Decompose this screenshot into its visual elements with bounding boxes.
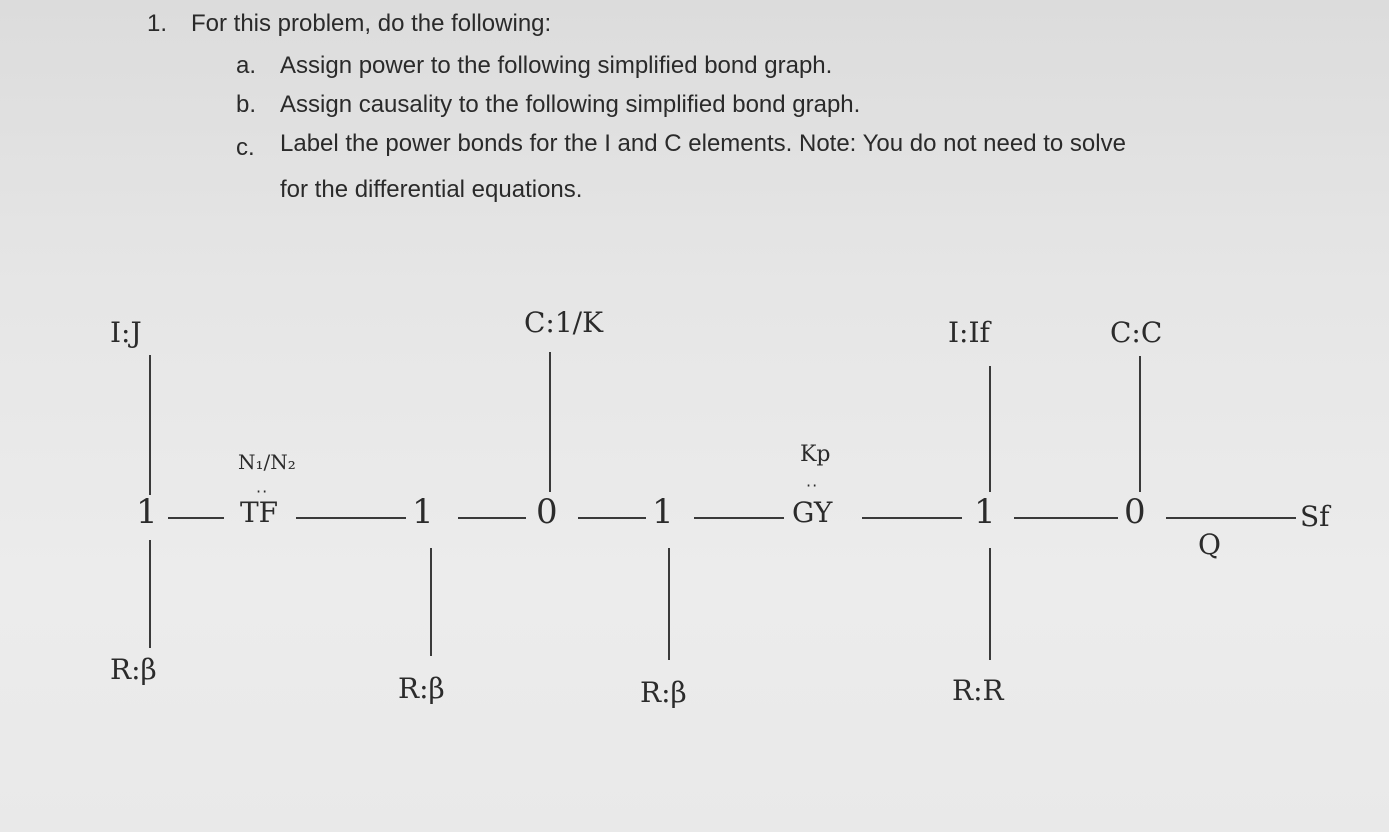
- capacitor-c-label: C:C: [1110, 316, 1163, 349]
- transformer-tf: TF: [240, 496, 279, 529]
- junction-0a: 0: [536, 492, 558, 532]
- item-text-c: Label the power bonds for the I and C el…: [280, 130, 1126, 157]
- bond-0a-to-1c: [578, 517, 646, 519]
- junction-1d: 1: [974, 492, 996, 532]
- bond-1a-to-tf: [168, 517, 224, 519]
- bond-tf-to-1b: [296, 517, 406, 519]
- inertia-if-label: I:If: [948, 316, 990, 349]
- resistor-beta-1-label: R:β: [110, 653, 157, 686]
- resistor-beta-2-label: R:β: [398, 672, 445, 705]
- problem-heading: For this problem, do the following:: [191, 10, 552, 37]
- item-text-a: Assign power to the following simplified…: [280, 52, 833, 79]
- flow-q-label: Q: [1198, 528, 1221, 561]
- inertia-j-label: I:J: [110, 316, 142, 349]
- problem-number: 1.: [147, 10, 168, 37]
- junction-1a: 1: [136, 492, 158, 532]
- gyrator-gy: GY: [792, 496, 833, 529]
- bond-1b-to-rb2: [430, 548, 432, 656]
- junction-1b: 1: [412, 492, 434, 532]
- item-marker-c: c.: [236, 134, 255, 161]
- gy-dots: ··: [806, 476, 819, 495]
- bond-1d-to-rr: [989, 548, 991, 660]
- tf-dots: ··: [256, 482, 269, 501]
- junction-0b: 0: [1124, 492, 1146, 532]
- flow-source-sf: Sf: [1300, 500, 1330, 533]
- bond-ck-to-0a: [549, 352, 551, 492]
- item-text-c-continued: for the differential equations.: [280, 176, 583, 203]
- item-text-b: Assign causality to the following simpli…: [280, 91, 861, 118]
- tf-ratio-label: N₁/N₂: [238, 450, 296, 474]
- resistor-r-label: R:R: [952, 674, 1004, 707]
- bond-ij-to-1a: [149, 355, 151, 495]
- gyrator-kp-label: Kp: [800, 442, 831, 467]
- capacitor-k-label: C:1/K: [524, 306, 604, 339]
- bond-iif-to-1d: [989, 366, 991, 492]
- item-marker-b: b.: [236, 91, 257, 118]
- bond-cc-to-0b: [1139, 356, 1141, 492]
- bond-1c-to-gy: [694, 517, 784, 519]
- problem-instructions: 1. For this problem, do the following: a…: [0, 0, 1389, 240]
- bond-1b-to-0a: [458, 517, 526, 519]
- bond-1a-to-rb1: [149, 540, 151, 648]
- resistor-beta-3-label: R:β: [640, 676, 687, 709]
- bond-1c-to-rb3: [668, 548, 670, 660]
- bond-1d-to-0b: [1014, 517, 1118, 519]
- bond-0b-to-sf: [1166, 517, 1296, 519]
- bond-gy-to-1d: [862, 517, 962, 519]
- item-marker-a: a.: [236, 52, 257, 79]
- junction-1c: 1: [652, 492, 674, 532]
